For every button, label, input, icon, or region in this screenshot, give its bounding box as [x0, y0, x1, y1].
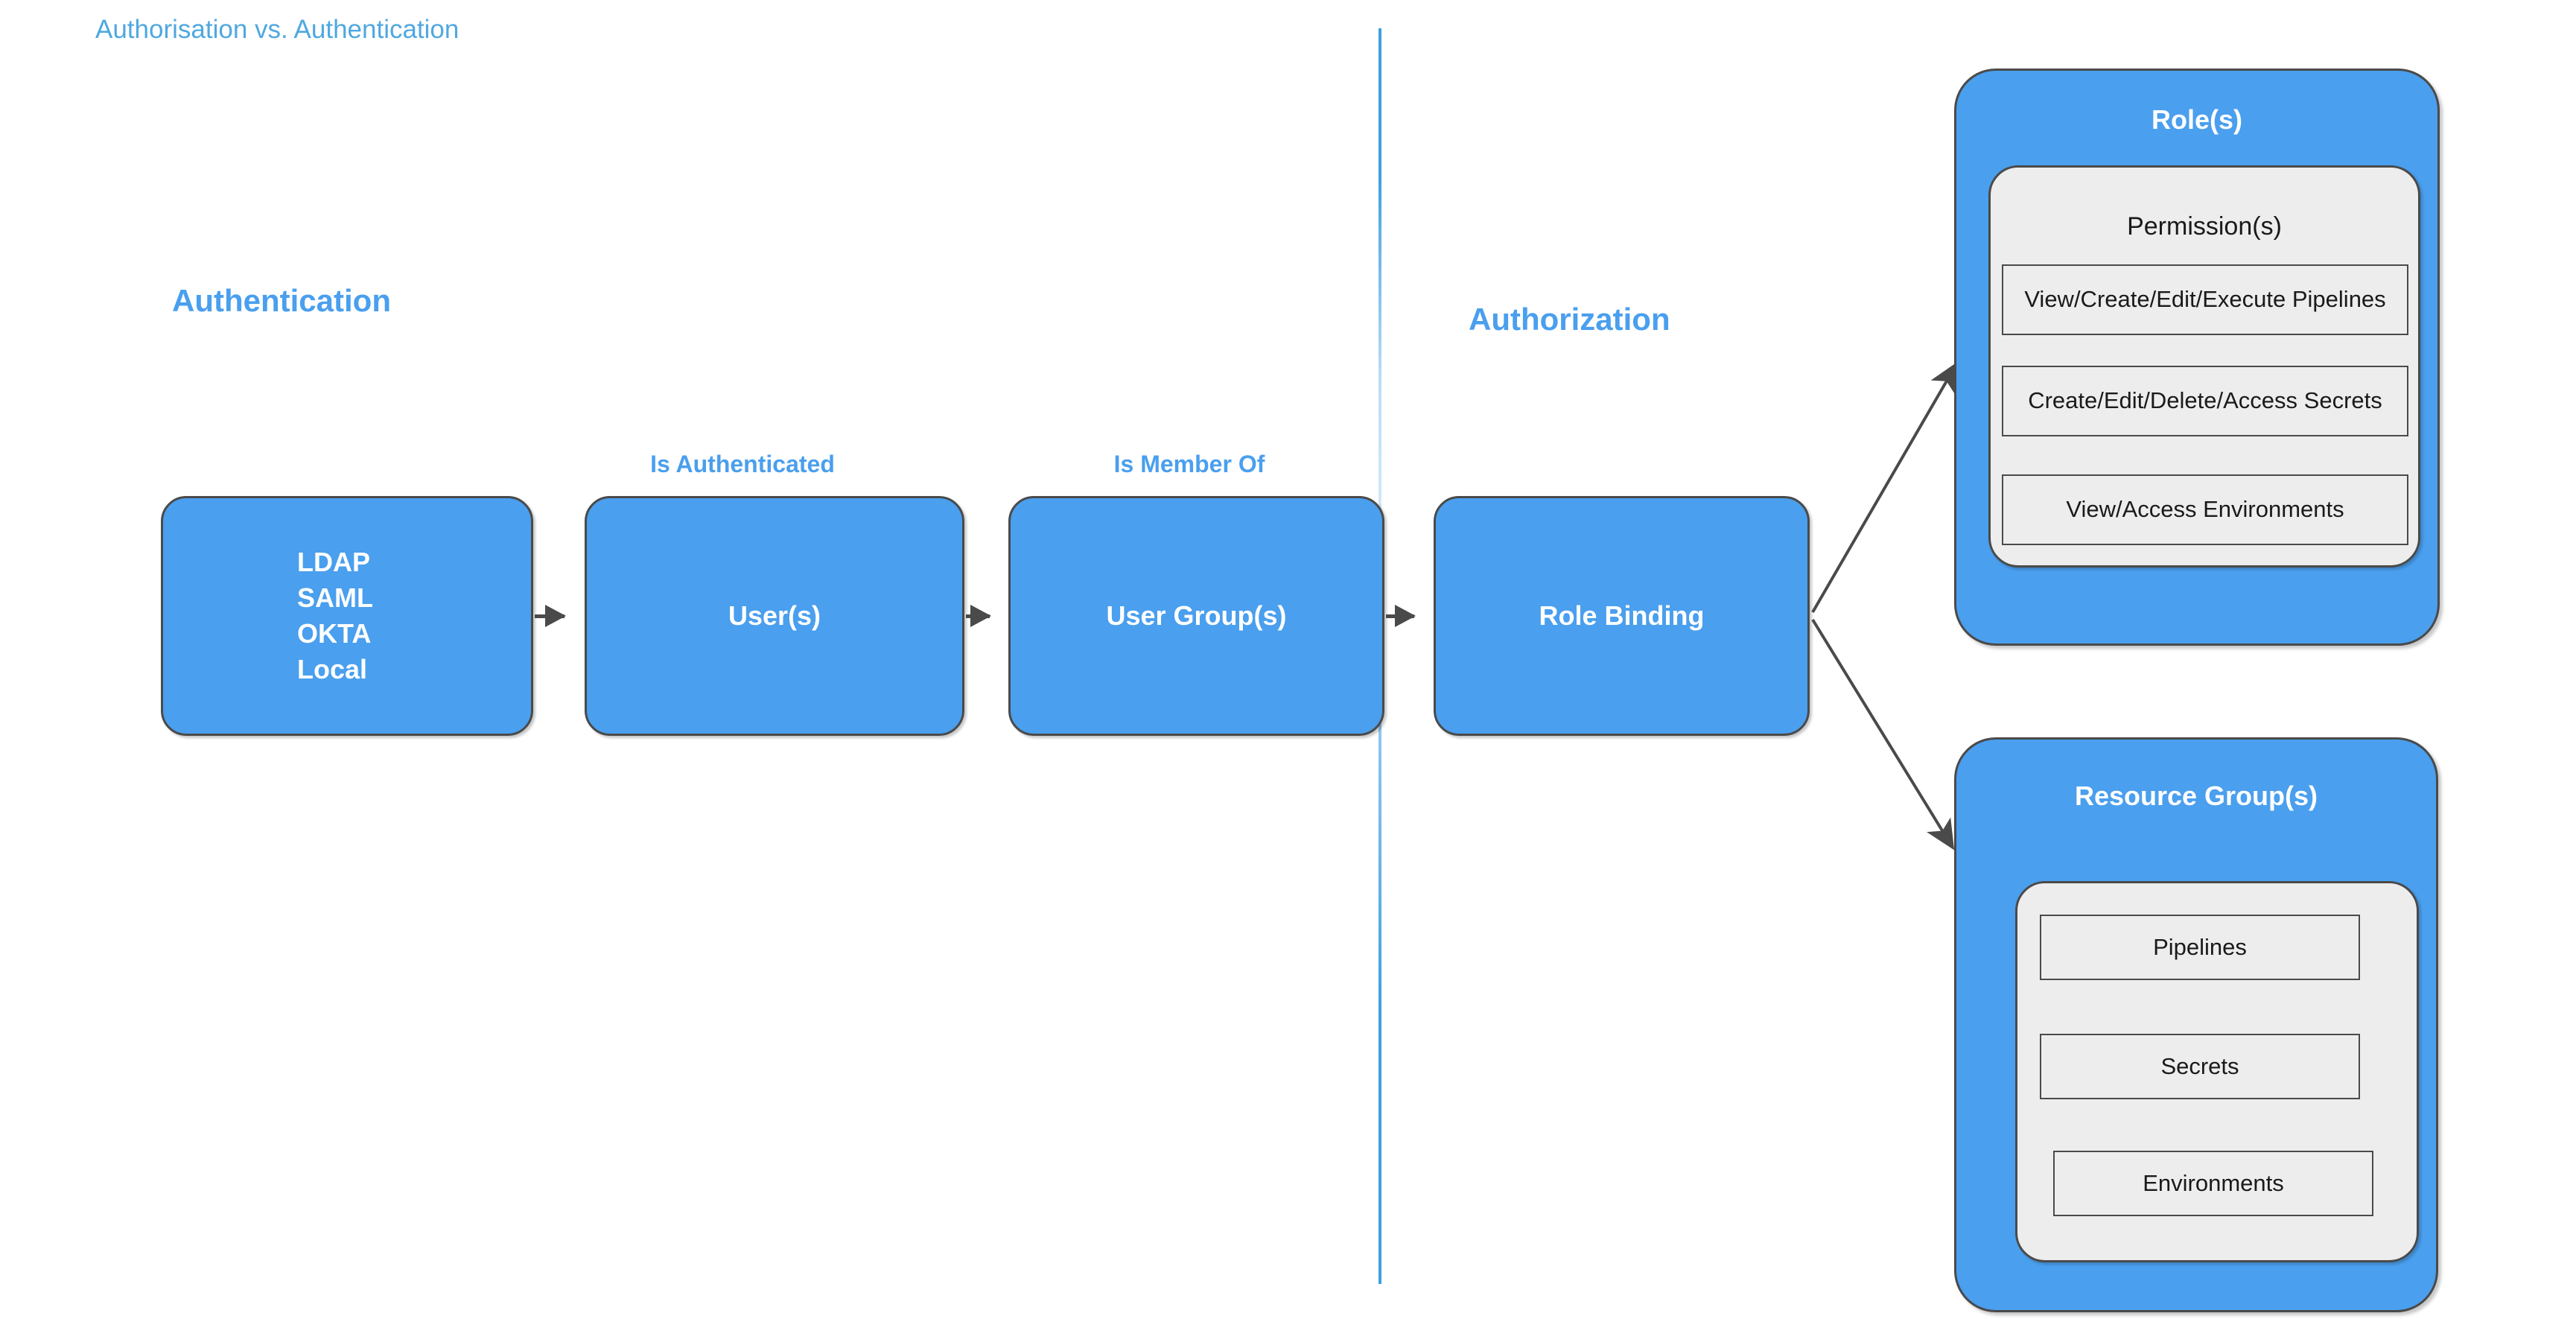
identity-provider-list: LDAP SAML OKTA Local — [297, 544, 373, 687]
resource-item[interactable]: Secrets — [2040, 1034, 2360, 1099]
node-role-binding[interactable]: Role Binding — [1434, 496, 1810, 736]
resource-item[interactable]: Environments — [2053, 1151, 2373, 1216]
panel-permissions-title: Permission(s) — [2127, 212, 2282, 241]
node-users-label: User(s) — [728, 600, 821, 631]
resource-item[interactable]: Pipelines — [2040, 915, 2360, 980]
panel-resource-groups-title: Resource Group(s) — [2074, 781, 2318, 811]
panel-roles-title: Role(s) — [2151, 104, 2242, 135]
node-role-binding-label: Role Binding — [1539, 600, 1705, 631]
edge-label-is-member-of: Is Member Of — [1113, 451, 1265, 477]
node-user-groups[interactable]: User Group(s) — [1008, 496, 1384, 736]
permission-item[interactable]: View/Create/Edit/Execute Pipelines — [2002, 264, 2408, 335]
arrow-role-binding-to-roles — [1811, 361, 1959, 614]
node-user-groups-label: User Group(s) — [1106, 600, 1287, 631]
arrow-users-to-user-groups — [966, 605, 991, 627]
identity-provider-ldap: LDAP — [297, 547, 370, 578]
edge-label-is-authenticated: Is Authenticated — [650, 451, 835, 477]
identity-provider-local: Local — [297, 653, 368, 684]
arrow-role-binding-to-resource-groups — [1811, 618, 1955, 851]
identity-provider-okta: OKTA — [297, 618, 372, 649]
section-heading-authorization: Authorization — [1469, 302, 1670, 337]
page-title: Authorisation vs. Authentication — [95, 15, 459, 44]
identity-provider-saml: SAML — [297, 582, 373, 614]
permission-item[interactable]: View/Access Environments — [2002, 474, 2408, 545]
node-users[interactable]: User(s) — [585, 496, 964, 736]
node-identity-providers[interactable]: LDAP SAML OKTA Local — [161, 496, 533, 736]
section-heading-authentication: Authentication — [172, 283, 391, 318]
arrow-idp-to-users — [535, 605, 566, 627]
arrow-user-groups-to-role-binding — [1386, 605, 1416, 627]
permission-item[interactable]: Create/Edit/Delete/Access Secrets — [2002, 366, 2408, 436]
